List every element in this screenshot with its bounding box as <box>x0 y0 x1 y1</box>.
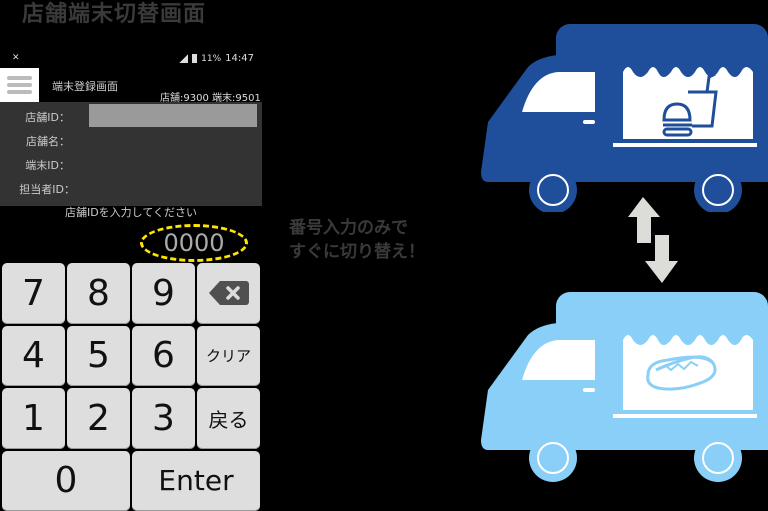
back-button[interactable]: 戻る <box>197 388 260 449</box>
burger-food-truck-illustration <box>481 24 768 212</box>
key-0[interactable]: 0 <box>2 450 130 511</box>
hotdog-food-truck-illustration <box>481 292 768 482</box>
store-id-label: 店舗ID： <box>25 111 70 124</box>
backspace-button[interactable] <box>197 263 260 324</box>
callout-line-2: すぐに切り替え！ <box>289 242 425 262</box>
terminal-id-label: 端末ID： <box>25 159 70 172</box>
key-3[interactable]: 3 <box>132 388 195 449</box>
input-prompt: 店舗IDを入力してください <box>64 206 198 219</box>
backspace-icon <box>208 281 249 306</box>
burger-drink-icon <box>662 72 718 137</box>
key-4[interactable]: 4 <box>2 325 65 386</box>
key-7[interactable]: 7 <box>2 263 65 324</box>
numeric-keypad: 7 8 9 4 5 6 クリア 1 2 3 戻る 0 Enter <box>2 263 260 511</box>
status-bar: ✕ 11% 14:47 <box>0 50 262 68</box>
signal-icon <box>179 54 189 63</box>
key-6[interactable]: 6 <box>132 325 195 386</box>
enter-button[interactable]: Enter <box>132 450 260 511</box>
clear-button[interactable]: クリア <box>197 325 260 386</box>
key-1[interactable]: 1 <box>2 388 65 449</box>
callout-line-1: 番号入力のみで <box>289 218 408 238</box>
clock: 14:47 <box>225 53 254 64</box>
store-name-label: 店舗名： <box>26 135 70 148</box>
swap-vertical-arrows-icon <box>628 197 678 283</box>
battery-icon <box>192 54 198 63</box>
callout-text: 番号入力のみで すぐに切り替え！ <box>289 216 425 264</box>
page-title: 店舗端末切替画面 <box>22 2 207 27</box>
close-icon: ✕ <box>12 53 20 63</box>
hotdog-icon <box>646 355 717 391</box>
store-id-input[interactable]: 0000 <box>140 224 248 262</box>
hamburger-menu-icon[interactable] <box>0 68 39 102</box>
store-id-field <box>89 104 257 127</box>
key-9[interactable]: 9 <box>132 263 195 324</box>
staff-id-label: 担当者ID： <box>19 183 75 196</box>
key-2[interactable]: 2 <box>67 388 130 449</box>
key-5[interactable]: 5 <box>67 325 130 386</box>
key-8[interactable]: 8 <box>67 263 130 324</box>
battery-percent: 11% <box>201 53 222 64</box>
store-terminal-ids: 店舗:9300 端末:9501 <box>160 93 261 104</box>
screen-title: 端末登録画面 <box>52 80 118 93</box>
